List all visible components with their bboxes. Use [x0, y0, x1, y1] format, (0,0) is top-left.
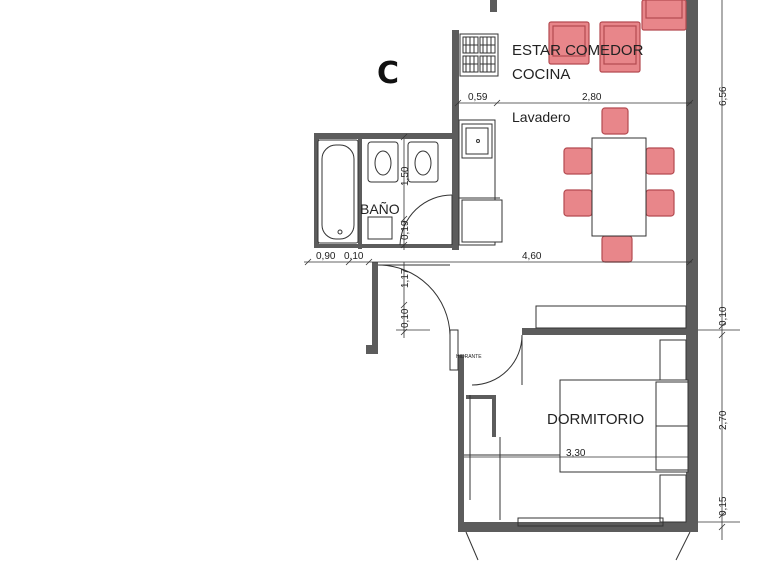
- living-furniture: [548, 0, 687, 263]
- room-label-lavadero: Lavadero: [512, 109, 571, 125]
- dim-1-17: 1,17: [400, 268, 411, 288]
- dining-chair-right-1: [645, 147, 675, 175]
- bath-sink: [367, 216, 393, 240]
- doors: [377, 194, 691, 561]
- dining-table: [591, 137, 647, 237]
- dim-0-10-right: 0,10: [718, 306, 729, 326]
- dim-0-10-bath: 0,10: [344, 251, 364, 262]
- room-label-estar-comedor: ESTAR COMEDOR: [512, 42, 644, 59]
- dining-chair-left-2: [563, 189, 593, 217]
- dim-0-10-hall: 0,10: [400, 308, 411, 328]
- dimension-lines: [304, 0, 740, 540]
- hidrante-label: HIDRANTE: [456, 354, 482, 360]
- dining-chair-left-1: [563, 147, 593, 175]
- dim-0-19: 0,19: [400, 220, 411, 240]
- dim-1-50: 1,50: [400, 166, 411, 186]
- dining-chair-right-2: [645, 189, 675, 217]
- dim-4-60: 4,60: [522, 251, 542, 262]
- hall-door-swing: [377, 264, 451, 336]
- unit-letter: C: [377, 56, 399, 91]
- bath-door-swing: [399, 194, 453, 246]
- dim-0-15: 0,15: [718, 496, 729, 516]
- dining-chair-bottom: [601, 235, 633, 263]
- dim-3-30: 3,30: [566, 448, 586, 459]
- room-label-bano: BAÑO: [360, 201, 400, 217]
- dim-0-59: 0,59: [468, 92, 488, 103]
- room-label-dormitorio: DORMITORIO: [547, 411, 644, 428]
- dim-2-70: 2,70: [718, 410, 729, 430]
- room-label-cocina: COCINA: [512, 66, 570, 83]
- dim-2-80: 2,80: [582, 92, 602, 103]
- dim-6-56: 6,56: [718, 86, 729, 106]
- kitchen-fixtures: [459, 33, 503, 243]
- bath-fixtures: [317, 139, 439, 244]
- walls: [314, 0, 698, 532]
- dim-0-90: 0,90: [316, 251, 336, 262]
- bedroom-door-swing: [471, 334, 523, 386]
- dining-chair-top: [601, 107, 629, 135]
